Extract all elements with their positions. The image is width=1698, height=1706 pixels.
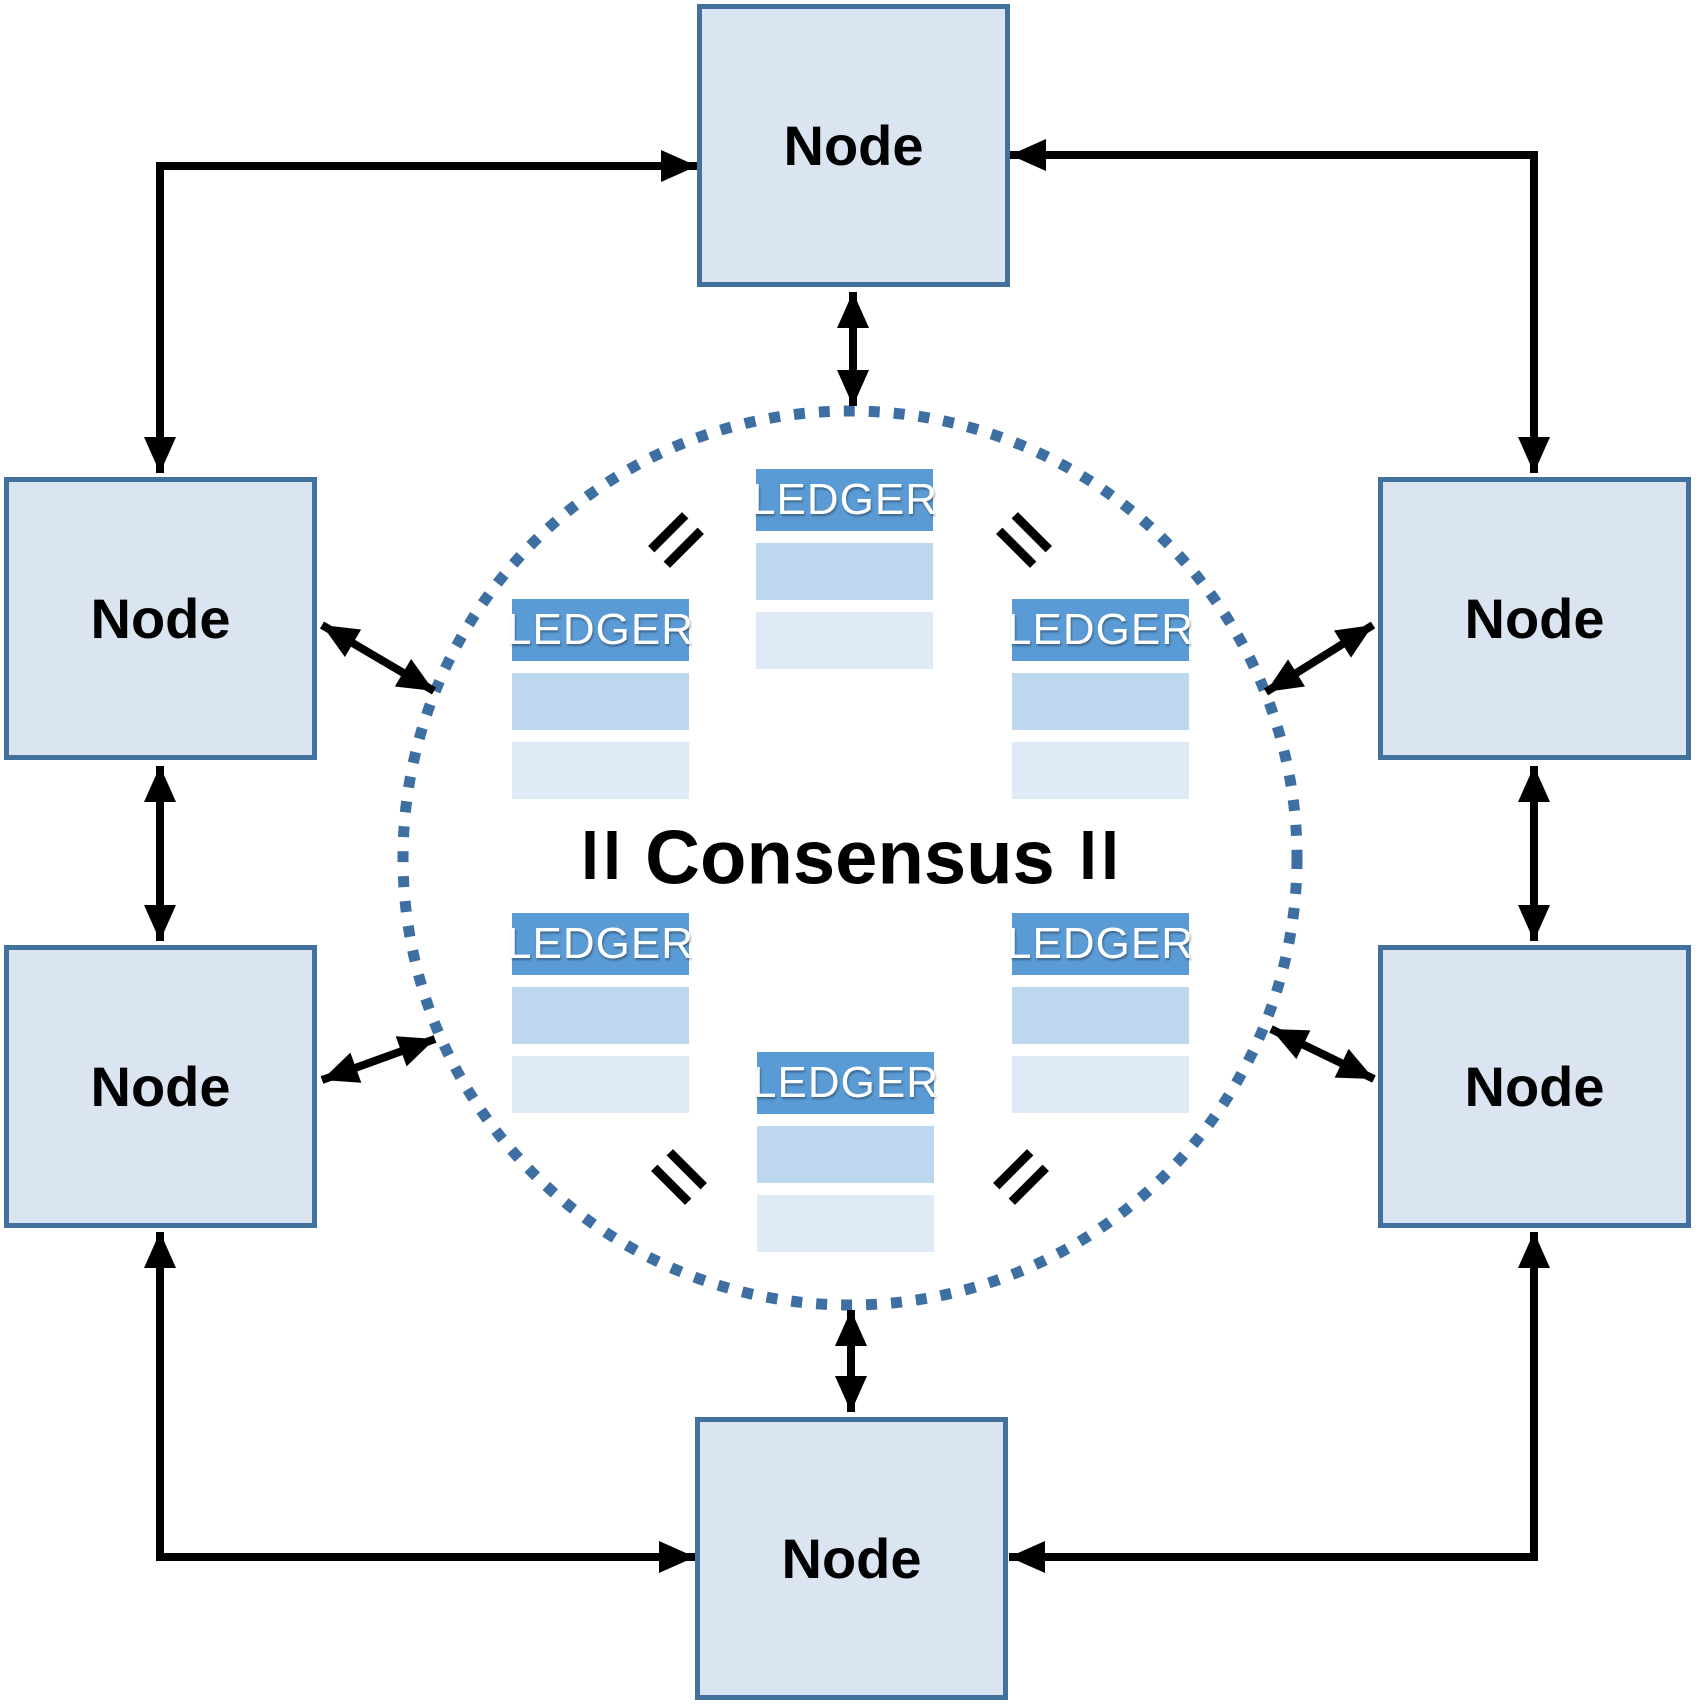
arrow-topright-corner	[1010, 139, 1550, 473]
dotted-consensus-circle	[397, 405, 1303, 1311]
equals-bar	[607, 831, 617, 879]
ledger-header-label: LEDGER	[751, 469, 937, 531]
equals-bar	[1083, 831, 1093, 879]
ledger-row	[757, 1195, 934, 1252]
arrow-leftlower-circle	[320, 1035, 437, 1084]
node-label: Node	[783, 114, 924, 177]
node-box-right-upper: Node	[1378, 477, 1691, 760]
equals-icon-mid-right	[1083, 831, 1115, 879]
arrow-bottomright-corner	[1009, 1232, 1550, 1573]
ledger-stack-lower-right: LEDGER	[1007, 913, 1193, 1125]
node-label: Node	[1464, 1055, 1605, 1118]
arrow-leftupper-circle	[319, 621, 437, 695]
node-label: Node	[90, 587, 231, 650]
ledger-header-label: LEDGER	[507, 599, 693, 661]
ledger-stack-upper-left: LEDGER	[507, 599, 693, 811]
ledger-header-label: LEDGER	[1007, 599, 1193, 661]
equals-icon-mid-left	[585, 831, 617, 879]
equals-bar	[585, 831, 595, 879]
node-box-bottom: Node	[695, 1417, 1008, 1700]
ledger-stack-top-center: LEDGER	[751, 469, 937, 681]
ledger-row	[512, 673, 689, 730]
ledger-row	[512, 987, 689, 1044]
node-label: Node	[90, 1055, 231, 1118]
ledger-row	[756, 543, 933, 600]
ledger-stack-upper-right: LEDGER	[1007, 599, 1193, 811]
ledger-row	[1012, 987, 1189, 1044]
ledger-row	[1012, 1056, 1189, 1113]
connector-arrows	[144, 139, 1550, 1573]
ledger-row	[756, 612, 933, 669]
ledger-stack-bottom-center: LEDGER	[752, 1052, 938, 1264]
ledger-row	[512, 1056, 689, 1113]
ledger-row	[1012, 742, 1189, 799]
node-label: Node	[781, 1527, 922, 1590]
node-label: Node	[1464, 587, 1605, 650]
arrow-topleft-corner	[144, 150, 697, 473]
ledger-header-label: LEDGER	[1007, 913, 1193, 975]
node-box-left-upper: Node	[4, 477, 317, 760]
ledger-row	[757, 1126, 934, 1183]
node-box-top: Node	[697, 4, 1010, 287]
arrow-bottomleft-corner	[144, 1232, 695, 1573]
arrow-rightlower-circle	[1269, 1025, 1376, 1083]
consensus-label: Consensus	[645, 815, 1055, 901]
equals-bar	[1105, 831, 1115, 879]
node-box-left-lower: Node	[4, 945, 317, 1228]
ledger-header-label: LEDGER	[752, 1052, 938, 1114]
ledger-row	[1012, 673, 1189, 730]
ledger-stack-lower-left: LEDGER	[507, 913, 693, 1125]
ledger-row	[512, 742, 689, 799]
node-box-right-lower: Node	[1378, 945, 1691, 1228]
ledger-header-label: LEDGER	[507, 913, 693, 975]
arrow-rightupper-circle	[1263, 621, 1376, 696]
